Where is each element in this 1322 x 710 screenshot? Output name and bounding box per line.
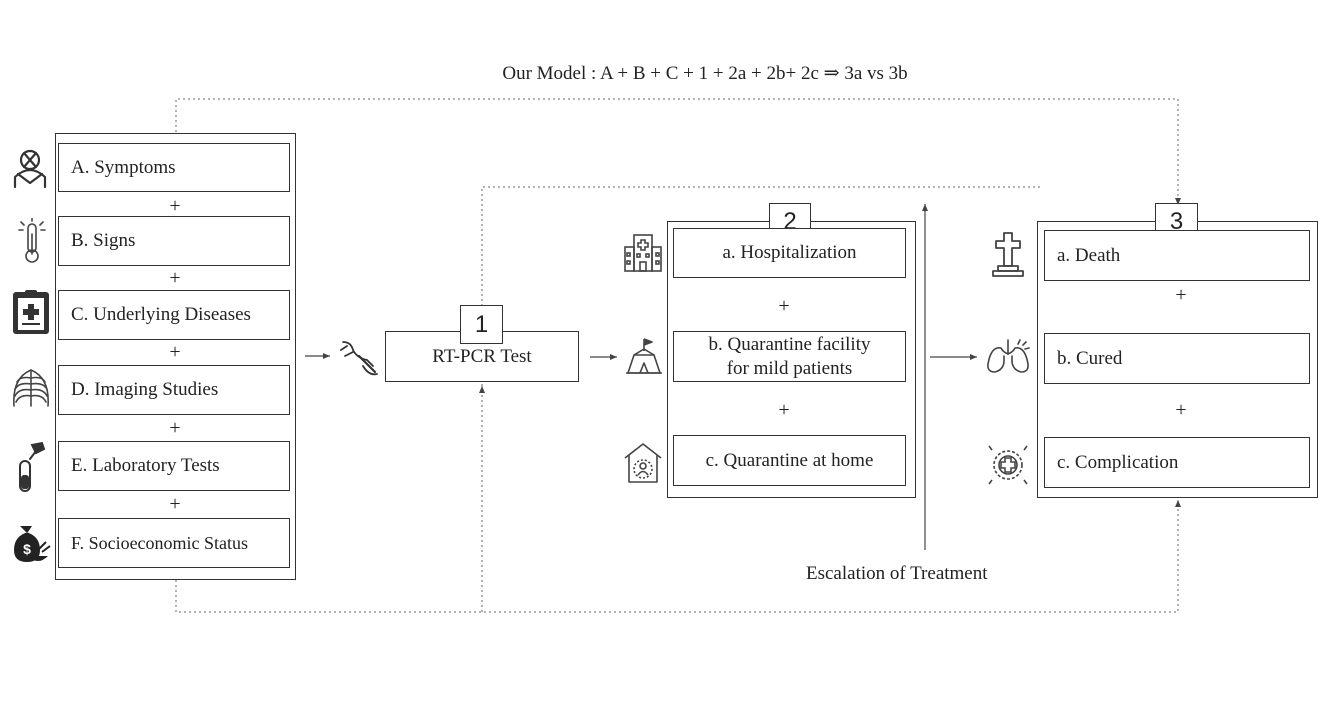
outcome-label: b. Cured [1057,347,1123,369]
escalation-of-treatment-label: Escalation of Treatment [806,563,988,584]
medical-record-icon [13,290,49,334]
thermometer-icon [18,218,46,263]
rt-pcr-label: RT-PCR Test [432,345,532,367]
model-formula-title: Our Model : A + B + C + 1 + 2a + 2b+ 2c … [502,63,908,84]
chest-xray-icon [13,369,49,407]
test-tube-icon [19,441,46,492]
death-box: a. Death [1044,230,1310,281]
money-bag-icon: $ [14,526,51,562]
input-label: E. Laboratory Tests [71,455,220,476]
plus-sign: + [169,267,181,289]
nasal-swab-icon [340,341,378,376]
input-box-underlying-diseases: C. Underlying Diseases [58,290,290,340]
quarantine-tent-icon [626,338,662,374]
input-label: B. Signs [71,230,136,251]
plus-sign: + [778,399,790,421]
input-label: A. Symptoms [71,156,176,178]
home-quarantine-icon [624,443,662,483]
cured-box: b. Cured [1044,333,1310,384]
quarantine-home-box: c. Quarantine at home [673,435,906,486]
sick-person-icon [13,149,47,189]
outcome-label: a. Death [1057,244,1121,266]
treatment-label-line1: b. Quarantine facility [708,333,871,355]
hospital-icon [624,234,662,272]
svg-text:$: $ [23,541,31,557]
input-label: C. Underlying Diseases [71,304,251,325]
treatment-label-line2: for mild patients [726,357,853,379]
plus-sign: + [169,341,181,363]
plus-sign: + [169,493,181,515]
input-box-socioeconomic-status: F. Socioeconomic Status [58,518,290,568]
plus-sign: + [169,417,181,439]
treatment-label: c. Quarantine at home [705,449,874,471]
input-factors-panel [55,133,296,580]
outcome-label: c. Complication [1057,451,1179,473]
input-box-signs: B. Signs [58,216,290,266]
feedback-loop-bottom [175,500,1181,613]
healthy-lungs-icon [987,339,1030,373]
input-label: D. Imaging Studies [71,379,219,400]
input-box-laboratory-tests: E. Laboratory Tests [58,441,290,491]
hospitalization-box: a. Hospitalization [673,228,906,278]
quarantine-facility-box: b. Quarantine facility for mild patients [673,331,906,382]
input-box-symptoms: A. Symptoms [58,143,290,192]
plus-sign: + [169,195,181,217]
complication-box: c. Complication [1044,437,1310,488]
step-number-1: 1 [460,305,503,344]
plus-sign: + [1175,284,1187,306]
plus-sign: + [1175,399,1187,421]
grave-cross-icon [992,232,1024,277]
input-label: F. Socioeconomic Status [71,532,249,553]
treatment-label: a. Hospitalization [722,242,857,263]
complication-icon [988,445,1028,485]
feedback-loop-top [175,98,1181,205]
plus-sign: + [778,295,790,317]
input-box-imaging-studies: D. Imaging Studies [58,365,290,415]
